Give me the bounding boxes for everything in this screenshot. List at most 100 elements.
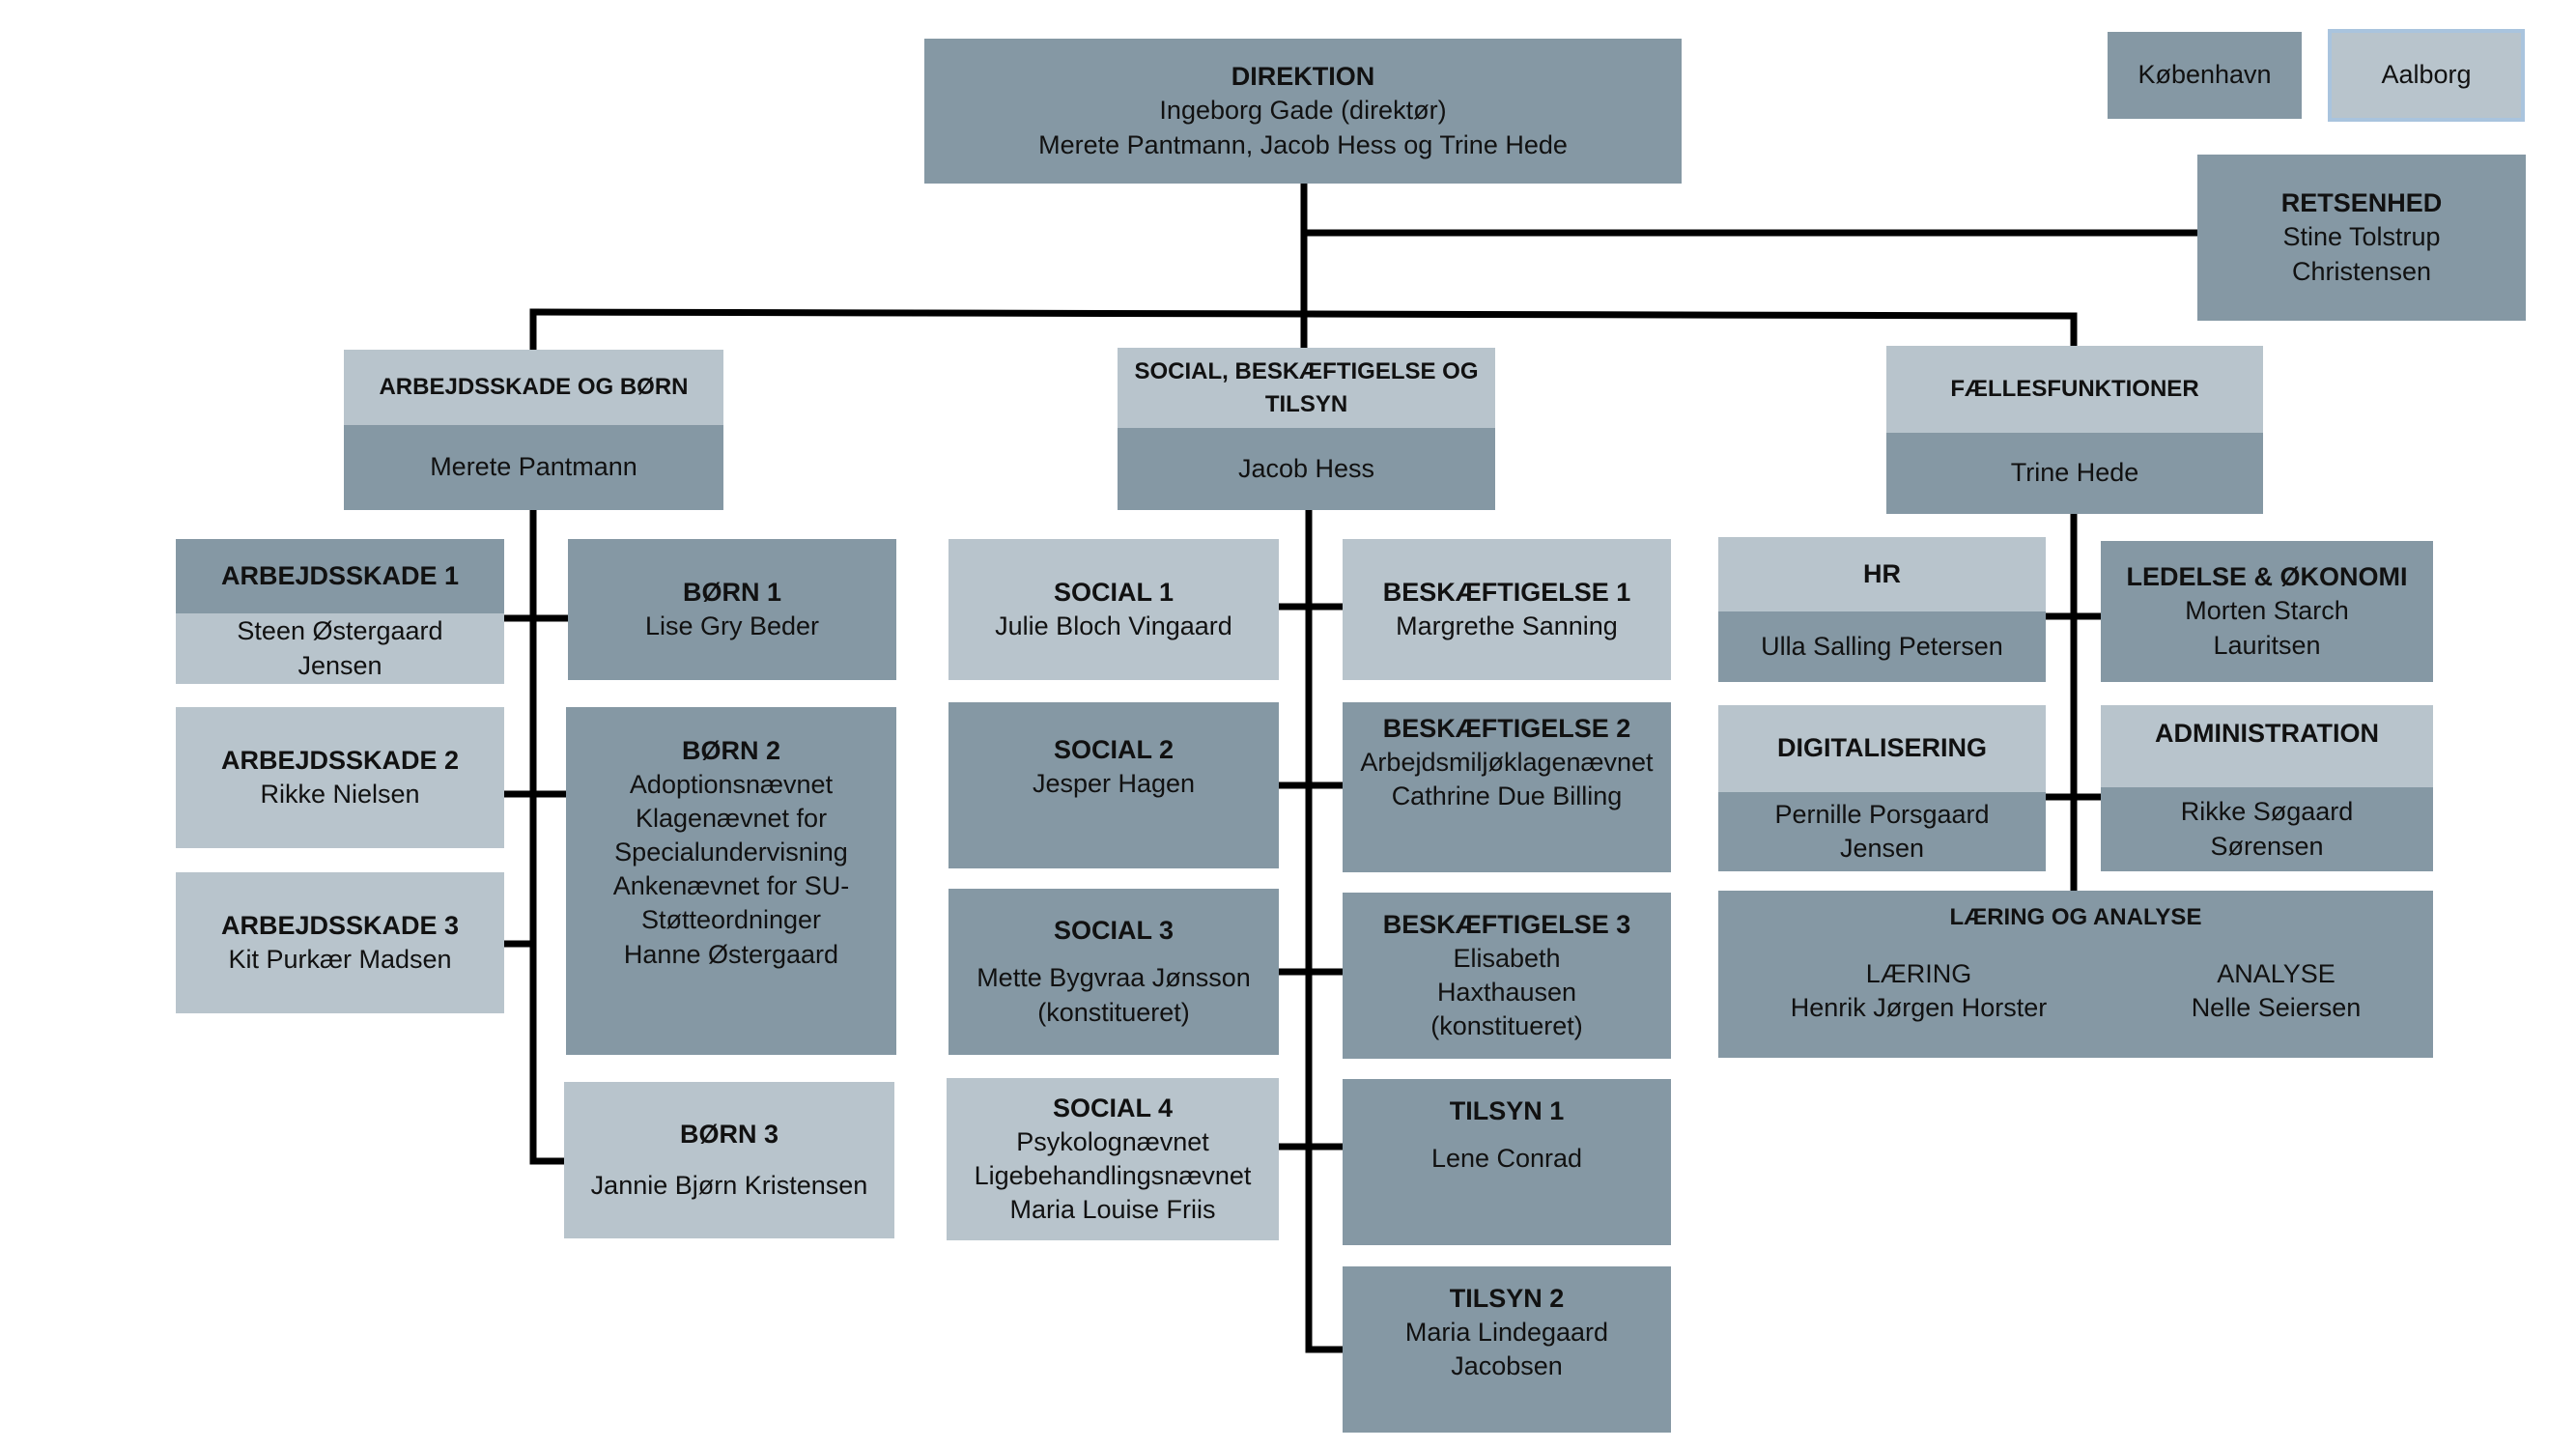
unit-line: Støtteordninger <box>640 905 822 935</box>
unit-title: LEDELSE & ØKONOMI <box>2126 562 2408 592</box>
unit-line: Kit Purkær Madsen <box>228 945 452 974</box>
unit-body-cell: Rikke Søgaard Sørensen <box>2101 787 2433 871</box>
unit-boern-1: BØRN 1 Lise Gry Beder <box>568 539 896 680</box>
unit-line: Klagenævnet for <box>635 804 828 834</box>
unit-line: Lene Conrad <box>1430 1144 1583 1174</box>
unit-title-cell: HR <box>1718 537 2046 611</box>
division-arbejdsskade-boern: ARBEJDSSKADE OG BØRN Merete Pantmann <box>344 350 723 510</box>
analyse-head: Nelle Seiersen <box>2191 993 2362 1023</box>
division-head-cell: Merete Pantmann <box>344 425 723 510</box>
legend-copenhagen: København <box>2108 32 2302 119</box>
legend-copenhagen-label: København <box>2137 60 2272 90</box>
unit-laering-analyse: LÆRING OG ANALYSE LÆRING Henrik Jørgen H… <box>1718 891 2433 1058</box>
division-title: ARBEJDSSKADE OG BØRN <box>379 374 689 401</box>
laering-label: LÆRING <box>1865 959 1972 989</box>
unit-hr: HR Ulla Salling Petersen <box>1718 537 2046 682</box>
unit-title: BØRN 2 <box>681 736 780 765</box>
unit-title: SOCIAL 4 <box>1052 1093 1174 1122</box>
unit-line: Haxthausen <box>1436 978 1577 1007</box>
laering-head: Henrik Jørgen Horster <box>1790 993 2048 1023</box>
unit-line: Sørensen <box>2210 831 2324 861</box>
retsenhed-line: Stine Tolstrup <box>2282 222 2441 252</box>
division-title: FÆLLESFUNKTIONER <box>1950 376 2199 403</box>
division-title-line: TILSYN <box>1264 390 1348 417</box>
unit-title: SOCIAL 3 <box>1053 916 1175 946</box>
analyse-label: ANALYSE <box>2217 959 2335 989</box>
unit-beskaeftigelse-1: BESKÆFTIGELSE 1 Margrethe Sanning <box>1343 539 1671 680</box>
division-title-line: SOCIAL, BESKÆFTIGELSE OG <box>1134 357 1479 384</box>
direktion-box: DIREKTION Ingeborg Gade (direktør) Meret… <box>924 39 1682 184</box>
unit-title: BESKÆFTIGELSE 3 <box>1382 909 1631 939</box>
unit-title: BESKÆFTIGELSE 2 <box>1382 714 1631 743</box>
unit-line: Jesper Hagen <box>1032 769 1196 799</box>
direktion-line: Ingeborg Gade (direktør) <box>1159 96 1447 126</box>
unit-administration: ADMINISTRATION Rikke Søgaard Sørensen <box>2101 705 2433 871</box>
unit-tilsyn-1: TILSYN 1 Lene Conrad <box>1343 1079 1671 1245</box>
unit-social-1: SOCIAL 1 Julie Bloch Vingaard <box>948 539 1279 680</box>
unit-title: ARBEJDSSKADE 3 <box>220 910 460 940</box>
unit-line: Jannie Bjørn Kristensen <box>590 1171 868 1200</box>
unit-title: ADMINISTRATION <box>2155 719 2379 748</box>
unit-title: ARBEJDSSKADE 1 <box>220 560 460 590</box>
unit-beskaeftigelse-2: BESKÆFTIGELSE 2 Arbejdsmiljøklagenævnet … <box>1343 702 1671 872</box>
laering-analyse-columns: LÆRING Henrik Jørgen Horster ANALYSE Nel… <box>1718 957 2433 1025</box>
laering-column: LÆRING Henrik Jørgen Horster <box>1791 957 2048 1025</box>
unit-line: Adoptionsnævnet <box>629 770 834 800</box>
unit-social-3: SOCIAL 3 Mette Bygvraa Jønsson (konstitu… <box>948 889 1279 1055</box>
unit-line: Jacobsen <box>1451 1351 1563 1381</box>
division-head: Merete Pantmann <box>430 452 637 482</box>
retsenhed-title: RETSENHED <box>2280 188 2443 218</box>
unit-line: Morten Starch <box>2185 596 2349 626</box>
unit-line: Pernille Porsgaard <box>1774 799 1990 829</box>
unit-digitalisering: DIGITALISERING Pernille Porsgaard Jensen <box>1718 705 2046 871</box>
unit-title: BØRN 3 <box>679 1119 778 1149</box>
division-title-cell: ARBEJDSSKADE OG BØRN <box>344 350 723 425</box>
unit-line: Maria Louise Friis <box>1009 1195 1216 1225</box>
unit-line: Ligebehandlingsnævnet <box>974 1161 1252 1190</box>
unit-social-2: SOCIAL 2 Jesper Hagen <box>948 702 1279 868</box>
unit-line: Margrethe Sanning <box>1396 611 1618 640</box>
unit-title: DIGITALISERING <box>1776 733 1987 763</box>
division-head: Jacob Hess <box>1237 453 1375 483</box>
division-head: Trine Hede <box>2010 458 2139 488</box>
unit-line: Specialundervisning <box>614 838 848 867</box>
unit-title: TILSYN 2 <box>1449 1284 1565 1313</box>
unit-line: Lauritsen <box>2213 630 2321 660</box>
unit-social-4: SOCIAL 4 Psykolognævnet Ligebehandlingsn… <box>947 1078 1279 1240</box>
unit-title: HR <box>1863 558 1901 588</box>
unit-line: Lise Gry Beder <box>644 611 820 640</box>
unit-line: Rikke Nielsen <box>260 780 420 809</box>
unit-arbejdsskade-3: ARBEJDSSKADE 3 Kit Purkær Madsen <box>176 872 504 1013</box>
unit-beskaeftigelse-3: BESKÆFTIGELSE 3 Elisabeth Haxthausen (ko… <box>1343 893 1671 1059</box>
division-social: SOCIAL, BESKÆFTIGELSE OG TILSYN Jacob He… <box>1118 348 1495 510</box>
unit-line: Julie Bloch Vingaard <box>995 611 1232 640</box>
unit-line: Steen Østergaard <box>237 616 443 646</box>
unit-line: (konstitueret) <box>1430 1011 1583 1041</box>
unit-body-cell: Pernille Porsgaard Jensen <box>1718 792 2046 871</box>
unit-title: BØRN 1 <box>682 577 781 607</box>
retsenhed-box: RETSENHED Stine Tolstrup Christensen <box>2197 155 2526 321</box>
direktion-line: Merete Pantmann, Jacob Hess og Trine Hed… <box>1038 129 1568 159</box>
unit-title: ARBEJDSSKADE 2 <box>220 745 460 775</box>
unit-boern-2: BØRN 2 Adoptionsnævnet Klagenævnet for S… <box>566 707 896 1055</box>
unit-ledelse-oekonomi: LEDELSE & ØKONOMI Morten Starch Lauritse… <box>2101 541 2433 682</box>
unit-title: BESKÆFTIGELSE 1 <box>1382 577 1631 607</box>
division-title-cell: FÆLLESFUNKTIONER <box>1886 346 2263 433</box>
unit-arbejdsskade-2: ARBEJDSSKADE 2 Rikke Nielsen <box>176 707 504 848</box>
unit-line: Mette Bygvraa Jønsson <box>977 963 1251 993</box>
legend-aalborg-label: Aalborg <box>2381 60 2472 90</box>
unit-line: Maria Lindegaard <box>1404 1318 1609 1348</box>
unit-tilsyn-2: TILSYN 2 Maria Lindegaard Jacobsen <box>1343 1266 1671 1433</box>
direktion-title: DIREKTION <box>1231 62 1375 92</box>
unit-body-cell: Steen Østergaard Jensen <box>176 613 504 684</box>
unit-line: Ulla Salling Petersen <box>1761 631 2003 661</box>
unit-line: Rikke Søgaard <box>2180 797 2354 827</box>
unit-line: Hanne Østergaard <box>623 939 839 969</box>
unit-title: LÆRING OG ANALYSE <box>1949 904 2202 930</box>
unit-line: Arbejdsmiljøklagenævnet <box>1360 748 1654 778</box>
legend-aalborg: Aalborg <box>2328 29 2525 122</box>
unit-body-cell: Ulla Salling Petersen <box>1718 611 2046 682</box>
division-head-cell: Jacob Hess <box>1118 428 1495 510</box>
unit-line: (konstitueret) <box>1037 997 1190 1027</box>
unit-title: TILSYN 1 <box>1449 1096 1565 1125</box>
